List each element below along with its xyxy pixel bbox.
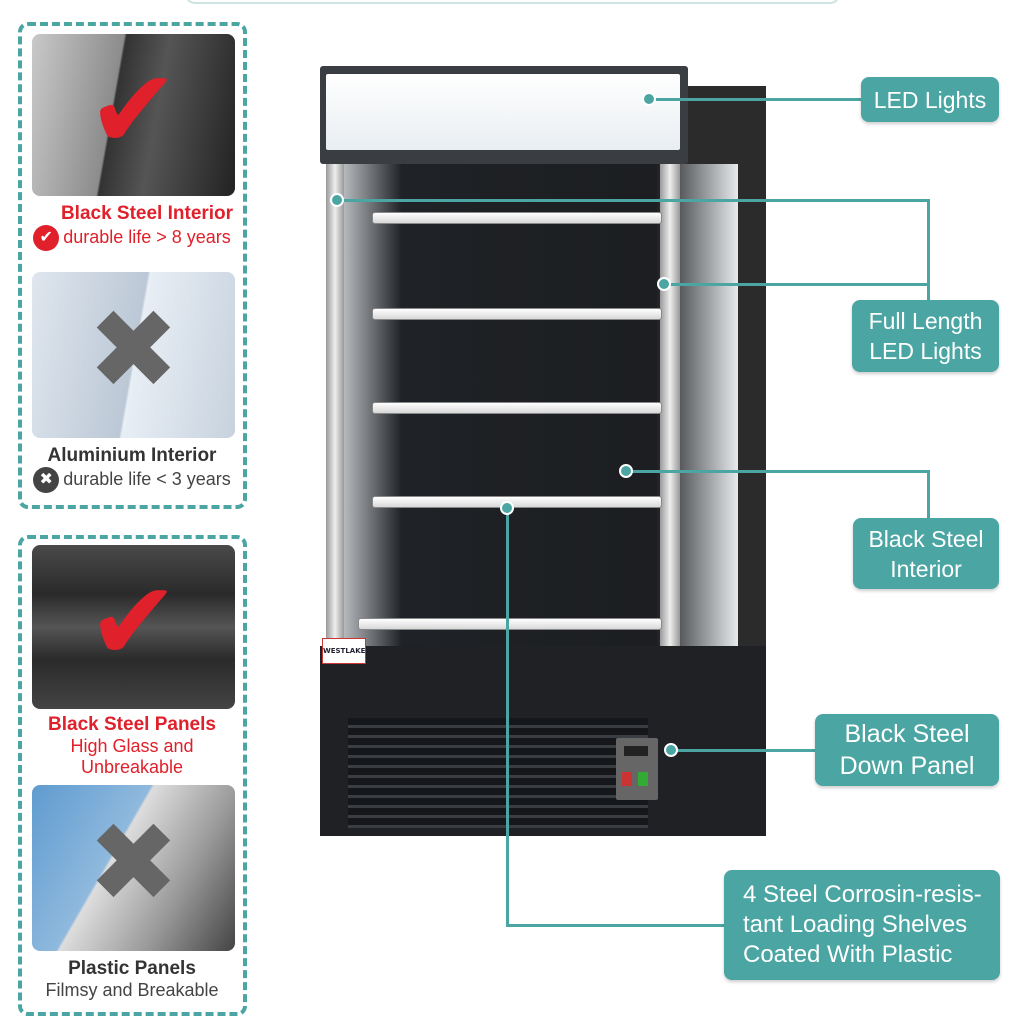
black-steel-interior-photo: ✔ <box>32 34 235 196</box>
shelf <box>372 212 662 224</box>
connector-line <box>927 199 930 300</box>
brand-label: WESTLAKE <box>322 638 366 664</box>
check-badge-icon: ✔ <box>33 225 60 251</box>
callout-black-steel-down-panel: Black Steel Down Panel <box>815 714 999 786</box>
vent-grille <box>348 718 648 828</box>
panel-comparison-panel <box>18 535 247 1016</box>
comparison-subtitle: durable life > 8 years <box>63 226 231 247</box>
aluminium-interior-photo: ✖ <box>32 272 235 438</box>
x-badge-icon: ✖ <box>33 467 60 493</box>
check-icon: ✔ <box>87 557 180 686</box>
callout-text: Coated With Plastic <box>743 941 953 968</box>
base-shelf <box>358 618 662 630</box>
power-switch[interactable] <box>622 772 632 786</box>
callout-text: 4 Steel Corrosin-resis- <box>743 881 982 908</box>
connector-line <box>506 924 724 927</box>
connector-line <box>649 98 861 101</box>
callout-full-length-led: Full Length LED Lights <box>852 300 999 372</box>
shelf <box>372 496 662 508</box>
comparison-subtitle: Filmsy and Breakable <box>45 980 219 1000</box>
shelf <box>372 308 662 320</box>
comparison-title: Plastic Panels <box>68 958 196 979</box>
x-icon: ✖ <box>87 285 180 414</box>
connector-line <box>506 508 509 926</box>
base-cabinet: WESTLAKE <box>320 638 766 836</box>
connector-line <box>927 470 930 518</box>
hotspot-dot <box>619 464 633 478</box>
callout-text: LED Lights <box>873 86 987 113</box>
display-fridge-illustration: WESTLAKE <box>320 66 766 866</box>
hotspot-dot <box>642 92 656 106</box>
plastic-panels-photo: ✖ <box>32 785 235 951</box>
callout-text: tant Loading Shelves <box>743 911 968 938</box>
comparison-title: Aluminium Interior <box>47 445 217 466</box>
top-banner-edge <box>185 0 840 4</box>
black-steel-panels-photo: ✔ <box>32 545 235 709</box>
light-switch[interactable] <box>638 772 648 786</box>
callout-text: Interior <box>890 555 962 582</box>
connector-line <box>671 749 815 752</box>
shelf <box>372 402 662 414</box>
connector-line <box>626 470 929 473</box>
callout-led-lights: LED Lights <box>861 77 999 122</box>
callout-text: LED Lights <box>869 338 982 364</box>
comparison-subtitle: durable life < 3 years <box>63 468 231 489</box>
check-icon: ✔ <box>87 45 180 174</box>
callout-text: Full Length <box>868 308 983 334</box>
hotspot-dot <box>500 501 514 515</box>
connector-line <box>664 283 929 286</box>
callout-text: Black Steel <box>868 525 984 552</box>
right-light-post <box>660 164 680 654</box>
hotspot-dot <box>330 193 344 207</box>
callout-text: Black Steel <box>844 720 970 748</box>
callout-steel-shelves: 4 Steel Corrosin-resis- tant Loading She… <box>724 870 1000 980</box>
hotspot-dot <box>664 743 678 757</box>
interior-comparison-panel <box>18 22 247 509</box>
comparison-subtitle: High Glass and Unbreakable <box>70 736 194 777</box>
comparison-title: Black Steel Interior <box>60 203 234 224</box>
comparison-title: Black Steel Panels <box>48 714 216 735</box>
callout-text: Down Panel <box>839 752 975 780</box>
x-icon: ✖ <box>87 798 180 927</box>
left-light-post <box>326 164 344 654</box>
connector-line <box>337 199 929 202</box>
callout-black-steel-interior: Black Steel Interior <box>853 518 999 589</box>
header-light-box <box>320 66 688 164</box>
control-panel <box>616 738 658 800</box>
hotspot-dot <box>657 277 671 291</box>
